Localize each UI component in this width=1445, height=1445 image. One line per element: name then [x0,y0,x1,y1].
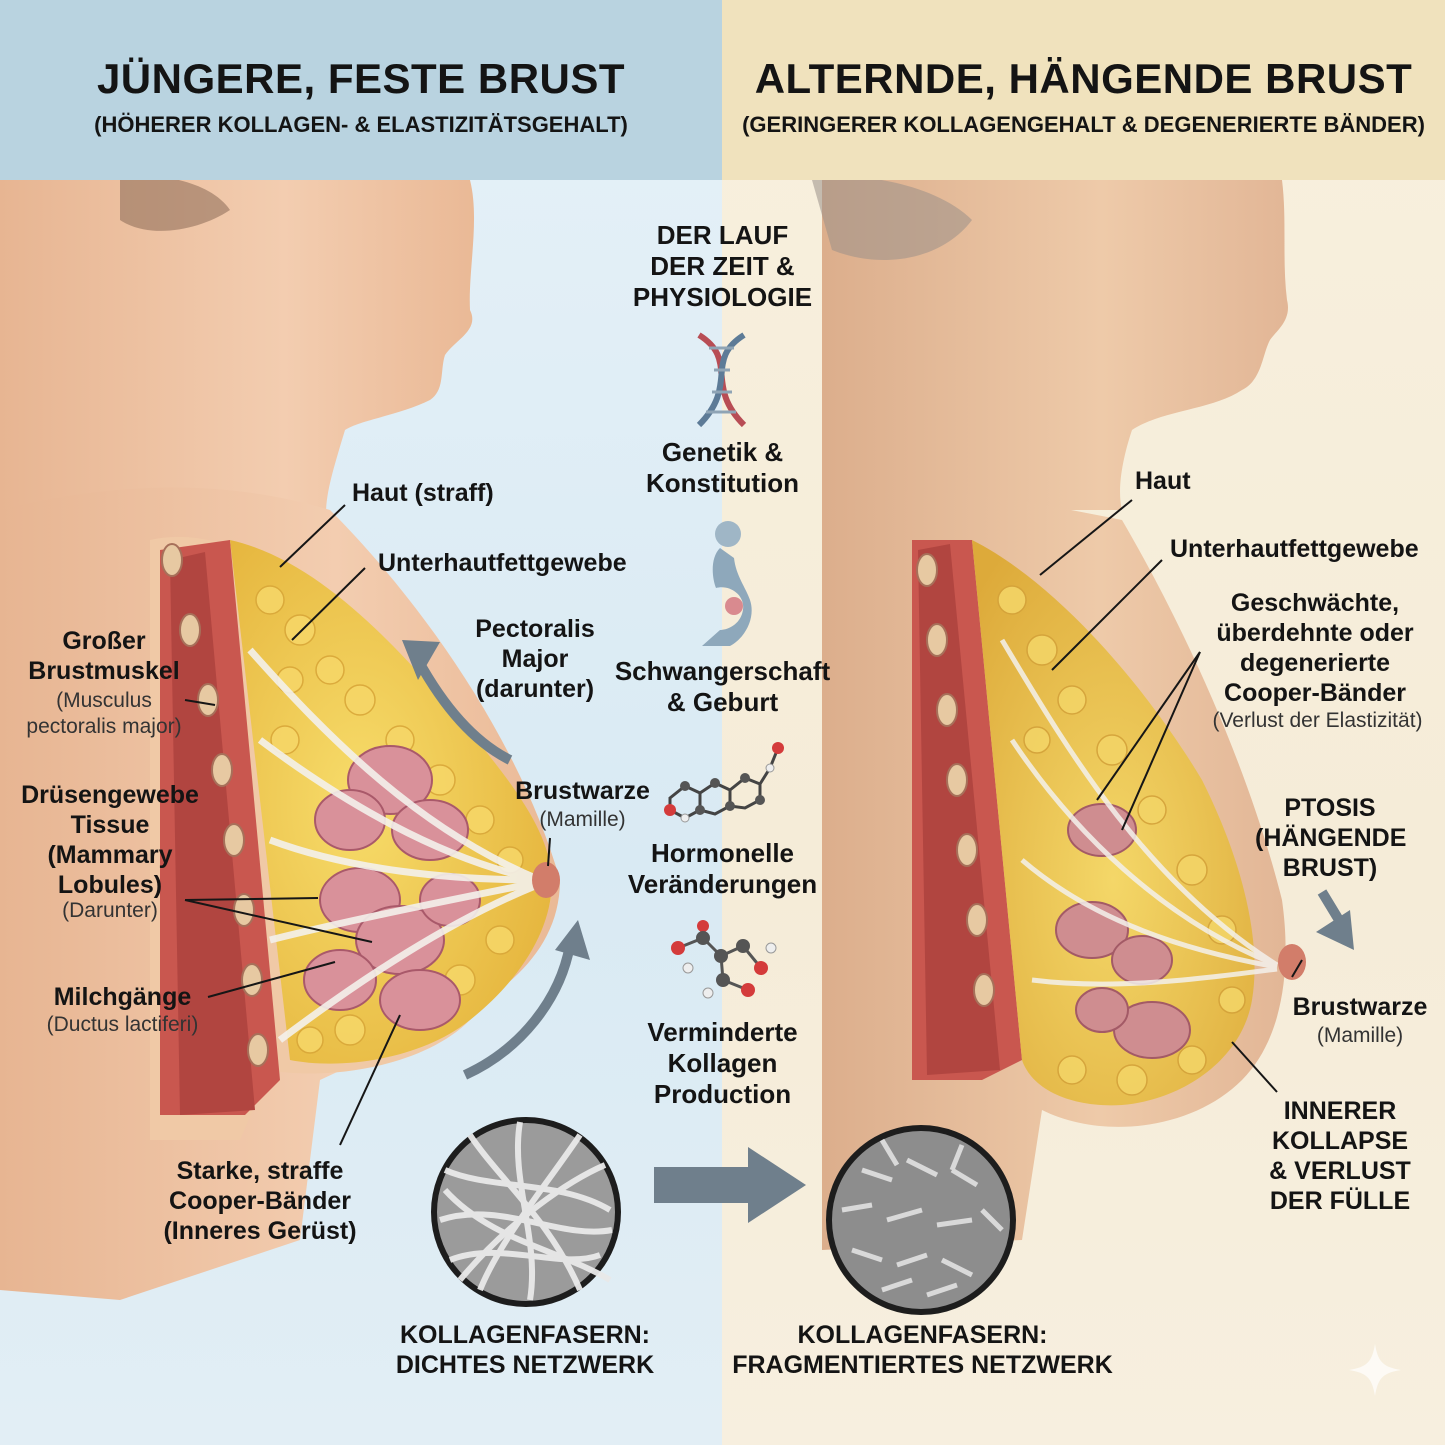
aging-face [822,180,1289,510]
factor-schwangerschaft: Schwangerschaft& Geburt [614,656,831,717]
hormone-molecule-icon [664,742,784,823]
collagen-molecule-icon [671,920,777,999]
collagen-dense-network [431,1117,621,1307]
lift-arrow-up-left [402,640,440,680]
label-mamille-right: (Mamille) [1316,1024,1404,1047]
left-header-band [0,0,722,180]
label-verlust-elastizitaet: (Verlust der Elastizität) [1212,709,1423,732]
pregnancy-icon [702,521,752,646]
factor-genetik: Genetik &Konstitution [645,437,800,498]
label-collagen-dense: KOLLAGENFASERN:DICHTES NETZWERK [395,1321,655,1379]
label-unterhautfettgewebe-right: Unterhautfettgewebe [1170,535,1419,563]
label-haut-right: Haut [1135,467,1191,495]
atrophied-lobules [1055,803,1191,1059]
ptosis-arrow-down [1316,910,1354,950]
label-collagen-fragmented: KOLLAGENFASERN:FRAGMENTIERTES NETZWERK [732,1321,1113,1379]
label-darunter: (Darunter) [62,899,158,922]
sparkle-watermark-icon [1349,1344,1401,1396]
nipple [532,862,560,898]
collagen-fragmented-network [826,1125,1016,1315]
label-brustwarze-right: Brustwarze [1292,993,1428,1021]
mammary-lobules [303,745,481,1031]
dna-icon [696,332,747,428]
label-mamille-left: (Mamille) [539,808,626,831]
progression-arrow [654,1147,806,1223]
label-ductus-lactiferi: (Ductus lactiferi) [46,1013,199,1036]
nipple-aging [1278,944,1306,980]
lift-arrow-up [555,920,590,960]
aging-breast-illustration [812,180,1354,1315]
label-brustwarze-left: Brustwarze [515,777,650,805]
young-breast-illustration [0,180,621,1307]
left-title: JÜNGERE, FESTE BRUST [96,55,626,102]
right-subtitle: (GERINGERER KOLLAGENGEHALT & DEGENERIERT… [742,112,1425,137]
left-subtitle: (HÖHERER KOLLAGEN- & ELASTIZITÄTSGEHALT) [94,112,628,137]
label-haut-straff: Haut (straff) [352,479,494,507]
label-milchgaenge: Milchgänge [53,983,192,1011]
cooper-ligaments-strong [247,647,542,1043]
right-title: ALTERNDE, HÄNGENDE BRUST [754,55,1413,102]
cooper-ligaments-weak [999,638,1279,987]
label-unterhautfettgewebe-left: Unterhautfettgewebe [378,549,627,577]
right-header-band [722,0,1445,180]
